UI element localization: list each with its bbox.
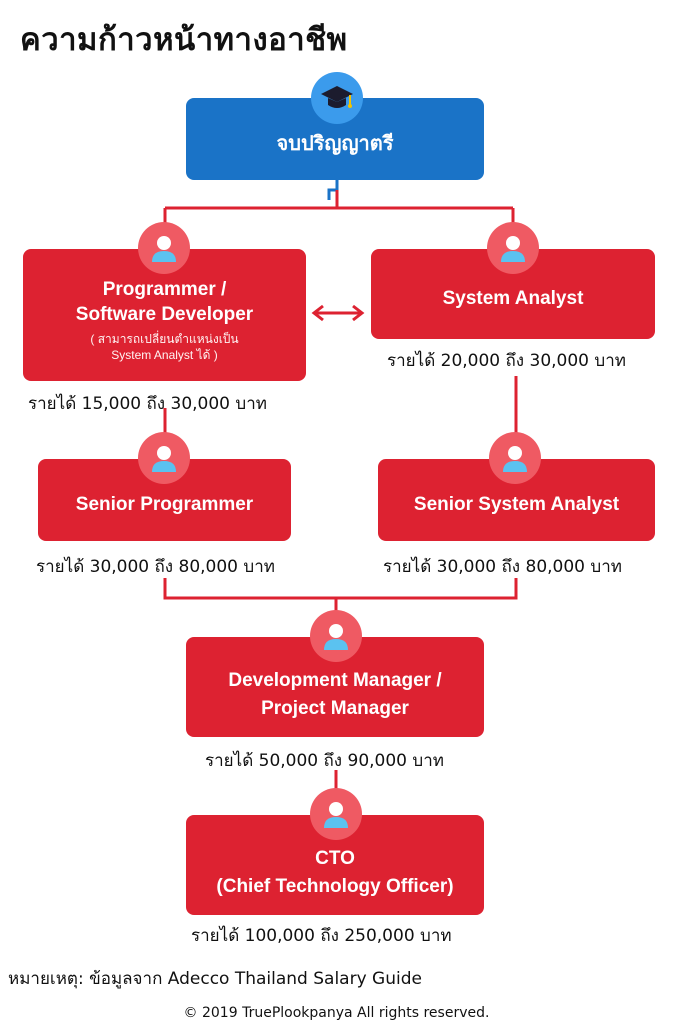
programmer-title-1: Programmer /	[102, 279, 227, 300]
person-icon	[310, 610, 362, 662]
manager-title-2: Project Manager	[261, 697, 409, 719]
copyright: © 2019 TruePlookpanya All rights reserve…	[183, 1005, 490, 1021]
manager-salary: รายได้ 50,000 ถึง 90,000 บาท	[205, 751, 444, 771]
analyst-salary: รายได้ 20,000 ถึง 30,000 บาท	[387, 351, 626, 371]
analyst-title: System Analyst	[442, 287, 584, 309]
footnote: หมายเหตุ: ข้อมูลจาก Adecco Thailand Sala…	[8, 969, 422, 989]
senior-analyst-salary: รายได้ 30,000 ถึง 80,000 บาท	[383, 557, 622, 577]
person-icon	[138, 222, 190, 274]
graduation-cap-icon	[311, 72, 363, 124]
cto-title-2: (Chief Technology Officer)	[216, 875, 454, 897]
senior-programmer-title: Senior Programmer	[75, 493, 254, 515]
connector-degree-stub-blue	[327, 180, 339, 200]
programmer-title-2: Software Developer	[75, 304, 254, 325]
programmer-salary: รายได้ 15,000 ถึง 30,000 บาท	[28, 394, 267, 414]
manager-title-1: Development Manager /	[228, 669, 442, 691]
page-title: ความก้าวหน้าทางอาชีพ	[20, 22, 348, 58]
senior-analyst-title: Senior System Analyst	[413, 493, 620, 515]
programmer-note-2: System Analyst ได้ )	[111, 348, 218, 362]
senior-analyst-box: Senior System Analyst	[378, 459, 655, 541]
person-icon	[489, 432, 541, 484]
degree-box: จบปริญญาตรี	[186, 98, 484, 180]
person-icon	[138, 432, 190, 484]
cto-title-1: CTO	[315, 847, 355, 869]
double-arrow-icon	[311, 304, 365, 322]
connector-degree-branch	[163, 206, 515, 250]
person-icon	[487, 222, 539, 274]
programmer-note-1: ( สามารถเปลี่ยนตำแหน่งเป็น	[90, 332, 239, 346]
degree-label: จบปริญญาตรี	[276, 132, 394, 155]
person-icon	[310, 788, 362, 840]
senior-programmer-salary: รายได้ 30,000 ถึง 80,000 บาท	[36, 557, 275, 577]
cto-salary: รายได้ 100,000 ถึง 250,000 บาท	[191, 926, 452, 946]
